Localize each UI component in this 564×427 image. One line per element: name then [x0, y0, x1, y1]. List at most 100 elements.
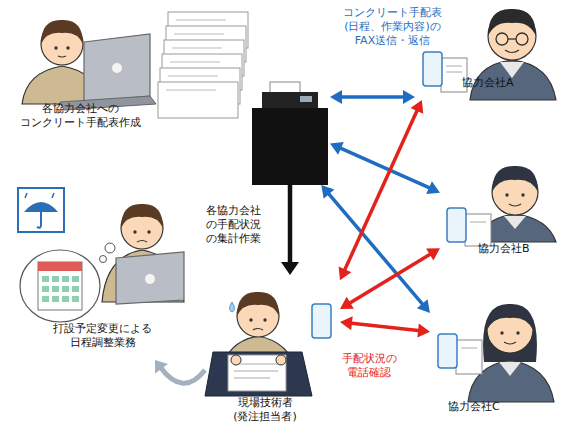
eye — [66, 46, 69, 49]
paperwork-line — [234, 371, 278, 372]
partner-hair — [488, 9, 536, 36]
arrow-head — [330, 90, 342, 104]
arrow-line — [350, 323, 421, 331]
document — [465, 214, 491, 246]
illustrated-node: 協力会社B — [440, 160, 564, 260]
document-line — [446, 66, 462, 67]
paperwork — [228, 355, 286, 391]
calendar-header — [38, 262, 82, 271]
partner-long-hair — [483, 304, 537, 362]
node-caption: 協力会社B — [478, 242, 562, 256]
smartphone — [423, 52, 442, 86]
arrow-head — [339, 267, 352, 281]
arrow-head — [411, 100, 424, 114]
smartphone — [312, 304, 331, 338]
glasses — [496, 33, 508, 45]
eye — [147, 230, 150, 233]
illustrated-node: 各協力会社への コンクリート手配表作成 — [5, 5, 155, 135]
mouth — [253, 329, 263, 331]
laptop-screen — [116, 252, 184, 304]
arrow-head — [155, 360, 168, 374]
connector — [155, 360, 205, 383]
eye — [249, 318, 252, 321]
node-caption: 各協力会社への コンクリート手配表作成 — [5, 102, 155, 130]
eye — [54, 46, 57, 49]
thought-dot — [105, 243, 115, 253]
fax-body — [252, 108, 328, 185]
thought-dot — [100, 256, 107, 263]
connector — [330, 90, 415, 104]
umbrella — [24, 202, 58, 212]
desk-mat — [205, 352, 312, 396]
eye — [500, 331, 503, 334]
worker-hair — [121, 204, 163, 228]
paper-line — [168, 76, 218, 77]
arrow-line — [340, 95, 406, 99]
glasses-bridge — [508, 38, 516, 39]
paper-line — [166, 90, 216, 91]
arrow-head — [417, 299, 430, 313]
paper-line — [176, 20, 226, 21]
connector — [281, 185, 299, 275]
weather-icon — [18, 188, 64, 232]
document-line — [470, 222, 486, 223]
fax-display — [300, 96, 312, 102]
mouth — [505, 50, 519, 53]
arrow-head — [330, 142, 344, 155]
arrow-head — [340, 316, 353, 330]
arrow-head — [321, 185, 334, 199]
document-line — [461, 348, 477, 349]
edge-label: 手配状況の 電話確認 — [333, 352, 405, 380]
worker-hair — [237, 292, 279, 316]
illustrated-node — [250, 85, 330, 185]
mouth — [509, 204, 521, 206]
paper-line — [174, 34, 224, 35]
fax-top — [262, 92, 318, 110]
edge-label: コンクリート手配表 (日程、作業内容)の FAX送信・返信 — [330, 6, 455, 48]
hand — [276, 355, 286, 365]
connector — [340, 248, 440, 309]
eye — [263, 318, 266, 321]
laptop-logo — [112, 63, 122, 73]
calendar — [38, 262, 82, 310]
arrow-line — [348, 253, 432, 304]
illustrated-node: 協力会社C — [430, 285, 564, 425]
collar — [500, 62, 524, 78]
partner-bangs — [487, 306, 533, 330]
umbrella-handle — [37, 212, 41, 228]
mouth — [504, 342, 516, 344]
rain-drop — [25, 193, 27, 198]
connector — [340, 316, 430, 337]
arrow-head — [426, 248, 440, 260]
arrow-head — [417, 323, 430, 337]
collar — [504, 216, 526, 229]
paperwork-line — [234, 378, 270, 379]
eye — [133, 230, 136, 233]
paper-sheet — [158, 82, 238, 118]
node-caption: 協力会社A — [462, 76, 552, 90]
smartphone — [447, 208, 466, 242]
laptop-logo — [145, 274, 155, 284]
glasses — [516, 33, 528, 45]
smartphone — [438, 334, 457, 368]
eye — [516, 331, 519, 334]
collar — [499, 362, 521, 376]
arrow-head — [403, 90, 415, 104]
eye — [505, 193, 508, 196]
laptop-screen — [84, 34, 150, 102]
connector — [339, 100, 424, 280]
document-line — [446, 72, 462, 73]
node-caption: 協力会社C — [448, 400, 538, 414]
edge-label: 各協力会社 の手配状況 の集計作業 — [196, 204, 270, 246]
paper-line — [172, 48, 222, 49]
rain-drop — [52, 193, 54, 198]
arrow-line — [344, 109, 418, 272]
arrow-line — [288, 185, 293, 265]
paperwork-line — [234, 364, 278, 365]
mouth — [58, 56, 66, 57]
partner-hair — [492, 166, 538, 192]
arrow-head — [426, 181, 440, 194]
worker-hair — [41, 20, 83, 44]
